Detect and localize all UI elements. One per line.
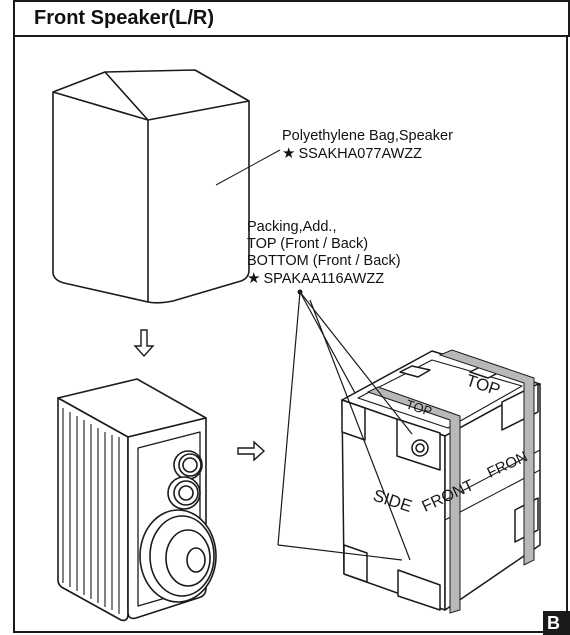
packing-label: Packing,Add., TOP (Front / Back) BOTTOM … (247, 219, 401, 288)
bag-label-part: ★SSAKHA077AWZZ (282, 145, 453, 163)
packing-straps (366, 349, 535, 614)
arrow-right-icon (237, 440, 266, 462)
packing-label-line2: TOP (Front / Back) (247, 236, 369, 252)
packing-label-line3: BOTTOM (Front / Back) (247, 253, 401, 269)
arrow-down-icon (133, 329, 155, 358)
packing-label-part: ★SPAKAA116AWZZ (247, 270, 401, 288)
packing-part-number: SPAKAA116AWZZ (263, 271, 385, 287)
star-icon: ★ (247, 270, 261, 287)
bagged-speaker (52, 69, 250, 304)
bag-label: Polyethylene Bag,Speaker ★SSAKHA077AWZZ (282, 128, 453, 163)
corner-badge: B (543, 611, 570, 635)
section-header: Front Speaker(L/R) (13, 0, 570, 37)
bag-label-name: Polyethylene Bag,Speaker (282, 128, 453, 144)
speaker-unit (57, 378, 217, 622)
section-title: Front Speaker(L/R) (34, 7, 215, 29)
packing-label-line1: Packing,Add., (247, 219, 337, 235)
star-icon: ★ (282, 145, 296, 162)
packing-leader-lines (277, 291, 413, 561)
bag-part-number: SSAKHA077AWZZ (298, 146, 423, 162)
bag-leader-line (215, 149, 281, 186)
